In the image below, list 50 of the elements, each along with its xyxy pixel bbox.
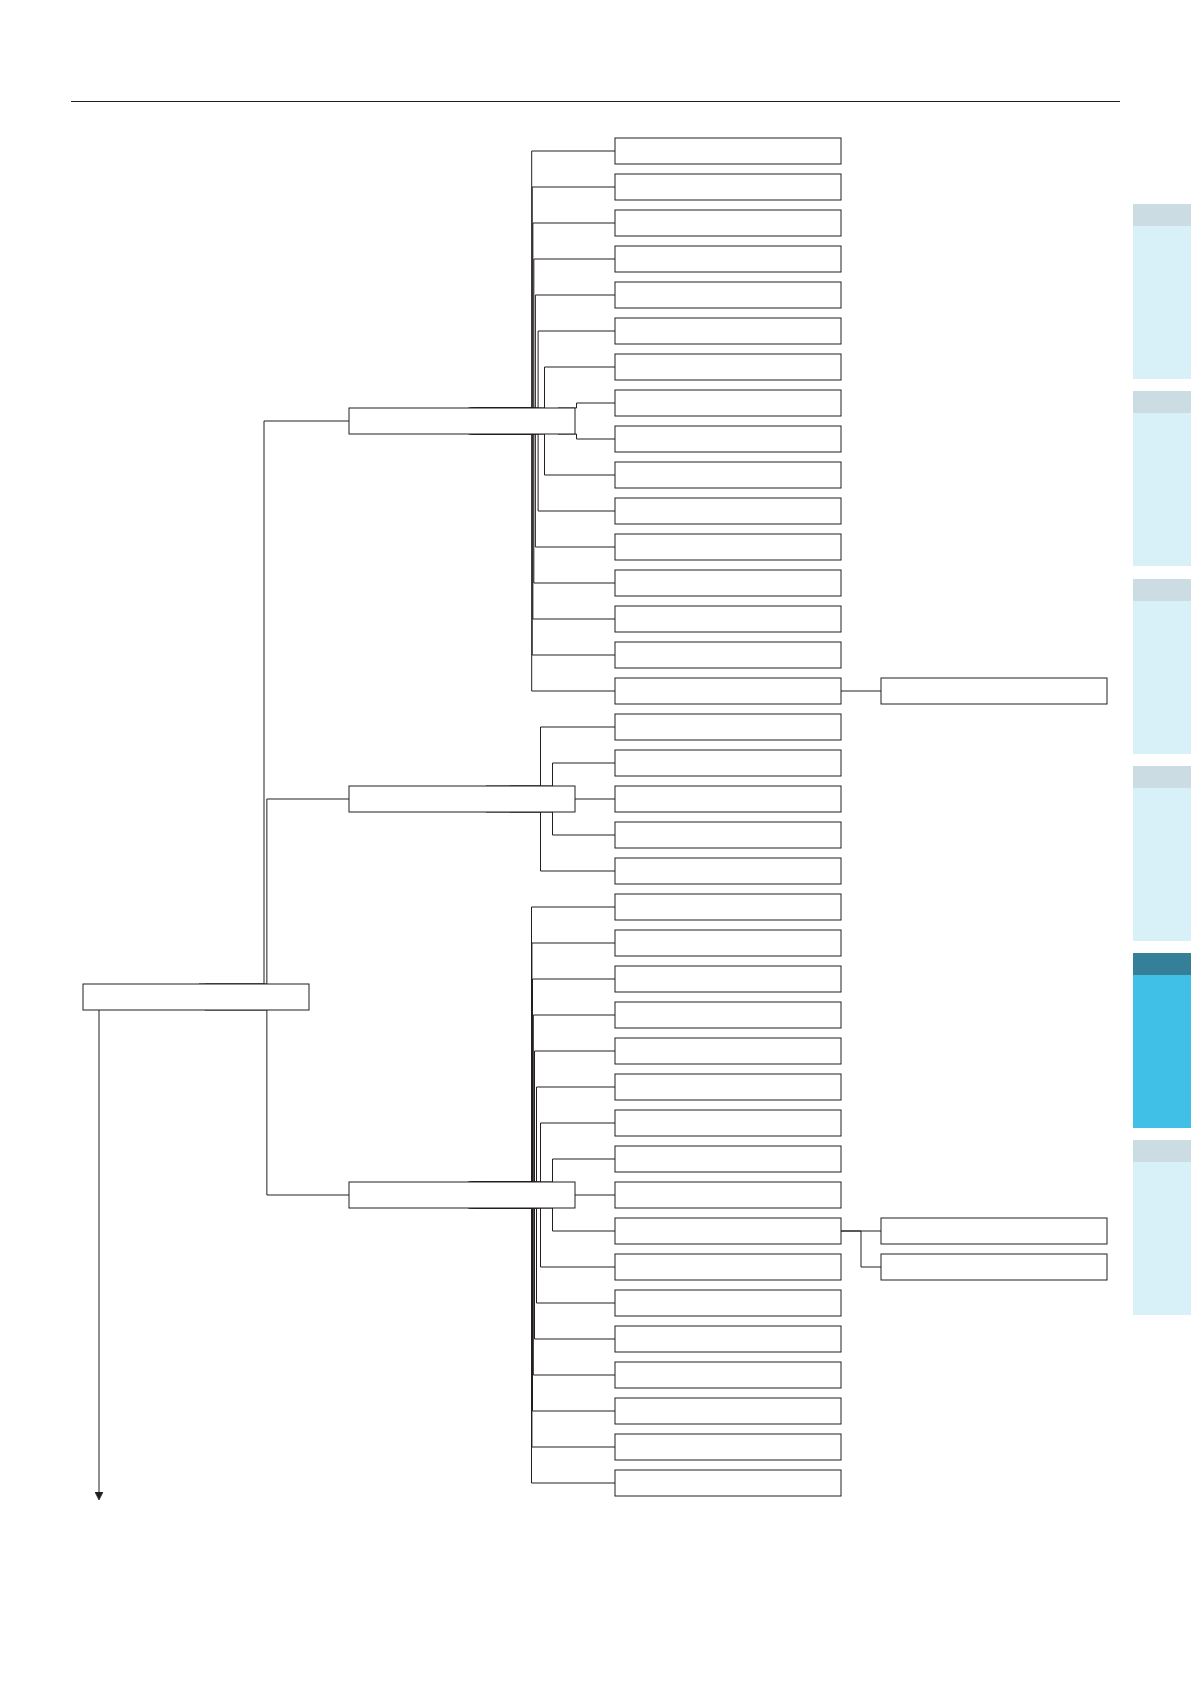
node-box <box>614 389 842 417</box>
node-box <box>614 605 842 633</box>
node-box <box>348 785 576 813</box>
node-box <box>614 461 842 489</box>
node-box <box>614 173 842 201</box>
node-box <box>614 857 842 885</box>
node-box <box>614 353 842 381</box>
node-box <box>614 785 842 813</box>
node-box <box>614 929 842 957</box>
node-box <box>614 677 842 705</box>
node-box <box>614 569 842 597</box>
node-box <box>880 1217 1108 1245</box>
node-box <box>880 677 1108 705</box>
node-box <box>614 749 842 777</box>
node-box <box>614 1325 842 1353</box>
node-box <box>614 1037 842 1065</box>
node-box <box>614 893 842 921</box>
node-box <box>348 407 576 435</box>
node-box <box>614 641 842 669</box>
node-box <box>614 1289 842 1317</box>
node-box <box>614 1433 842 1461</box>
node-box <box>614 317 842 345</box>
node-box <box>614 1253 842 1281</box>
node-box <box>614 1109 842 1137</box>
node-box <box>614 209 842 237</box>
node-box <box>614 713 842 741</box>
arrow <box>94 1009 104 1501</box>
node-box <box>614 1181 842 1209</box>
node-box <box>614 1469 842 1497</box>
connector <box>840 1230 882 1268</box>
node-box <box>348 1181 576 1209</box>
connector <box>574 798 616 800</box>
node-box <box>614 821 842 849</box>
node-box <box>614 1397 842 1425</box>
node-box <box>614 425 842 453</box>
node-box <box>614 1145 842 1173</box>
connector <box>574 1194 616 1196</box>
node-box <box>880 1253 1108 1281</box>
node-box <box>614 533 842 561</box>
node-box <box>614 137 842 165</box>
node-box <box>614 1361 842 1389</box>
node-box <box>614 1001 842 1029</box>
node-box <box>614 245 842 273</box>
node-box <box>614 1217 842 1245</box>
connector <box>840 690 882 692</box>
node-box <box>614 497 842 525</box>
node-box <box>614 1073 842 1101</box>
node-box <box>614 281 842 309</box>
node-box <box>614 965 842 993</box>
node-box <box>82 983 310 1011</box>
